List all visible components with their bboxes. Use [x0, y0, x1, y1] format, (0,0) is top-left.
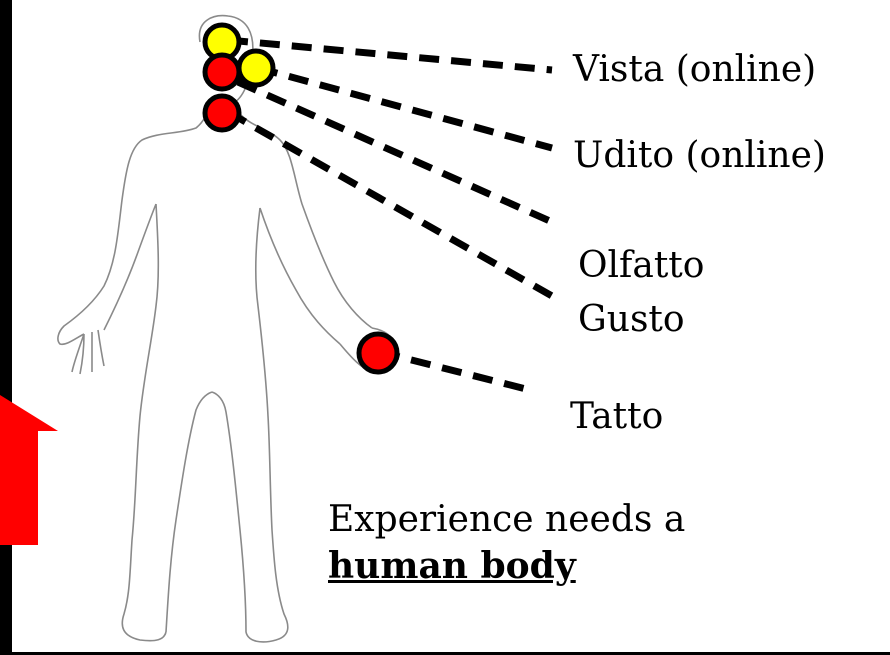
marker-olfatto [205, 55, 239, 89]
label-olfatto: Olfatto [578, 246, 704, 286]
marker-tatto [359, 334, 397, 372]
connector-tatto [380, 352, 530, 390]
caption-emphasis: human body [328, 543, 685, 589]
caption: Experience needs a human body [328, 497, 685, 589]
label-tatto: Tatto [570, 397, 663, 437]
marker-gusto [205, 96, 239, 130]
caption-text: Experience needs a [328, 499, 685, 540]
label-vista: Vista (online) [573, 50, 816, 90]
label-gusto: Gusto [578, 300, 685, 340]
up-arrow [0, 395, 58, 545]
marker-udito [239, 51, 273, 85]
label-udito: Udito (online) [573, 136, 826, 176]
connector-vista [228, 40, 552, 70]
